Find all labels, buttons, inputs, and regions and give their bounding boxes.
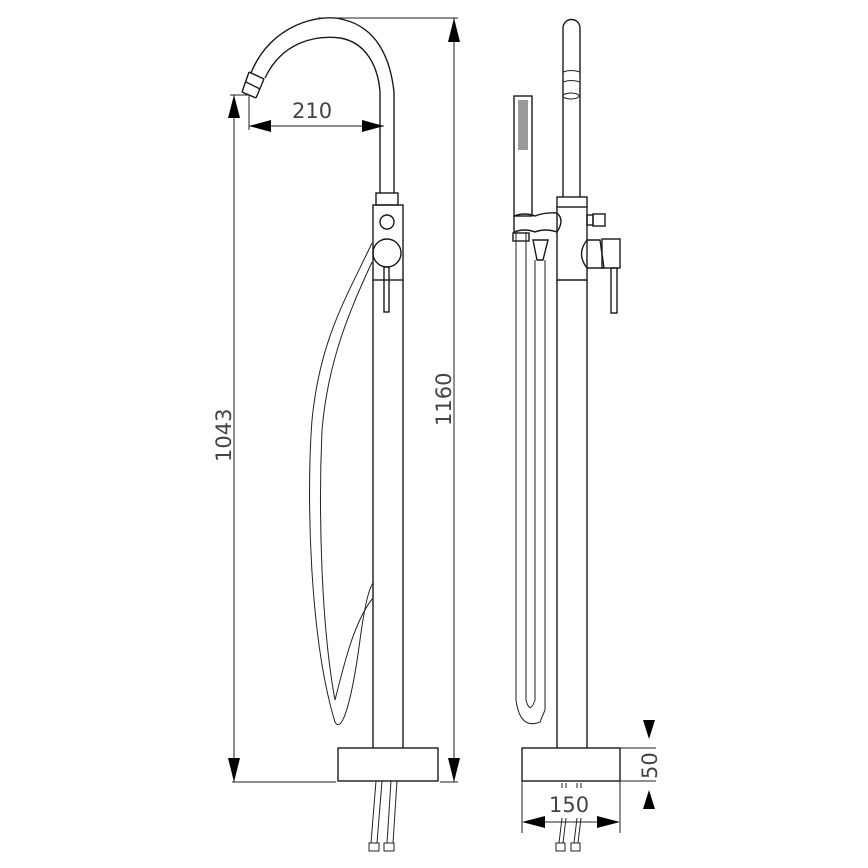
supply-pipes xyxy=(368,780,398,852)
lever-handle xyxy=(383,266,390,313)
gooseneck-spout xyxy=(241,17,395,99)
side-hose xyxy=(515,232,546,725)
mixer-body xyxy=(372,204,404,313)
side-lever-handle xyxy=(610,267,618,314)
outlet-height-label: 1043 xyxy=(212,409,236,462)
hand-shower-hose xyxy=(309,242,374,725)
side-supply-pipes xyxy=(555,783,582,852)
total-height-label: 1160 xyxy=(432,373,456,426)
spout-reach-label: 210 xyxy=(292,99,332,123)
base-width-label: 150 xyxy=(549,793,589,817)
dimension-total-height: 1160 xyxy=(318,17,460,783)
dimension-base-width: 150 xyxy=(521,781,621,833)
side-view: 150 50 xyxy=(512,18,662,852)
main-column xyxy=(372,280,404,748)
side-column xyxy=(556,280,588,748)
dimension-spout-reach: 210 xyxy=(248,95,384,132)
side-mixer-body xyxy=(512,196,621,314)
front-view: 210 1043 1160 xyxy=(212,17,460,852)
spout-pipe xyxy=(375,92,399,206)
side-base-plate xyxy=(521,747,621,782)
side-spout xyxy=(562,18,581,197)
dimension-outlet-height: 1043 xyxy=(212,94,336,783)
hand-shower xyxy=(513,95,533,217)
base-plate xyxy=(337,747,439,782)
dimension-base-height: 50 xyxy=(620,720,662,809)
base-height-label: 50 xyxy=(638,752,662,779)
